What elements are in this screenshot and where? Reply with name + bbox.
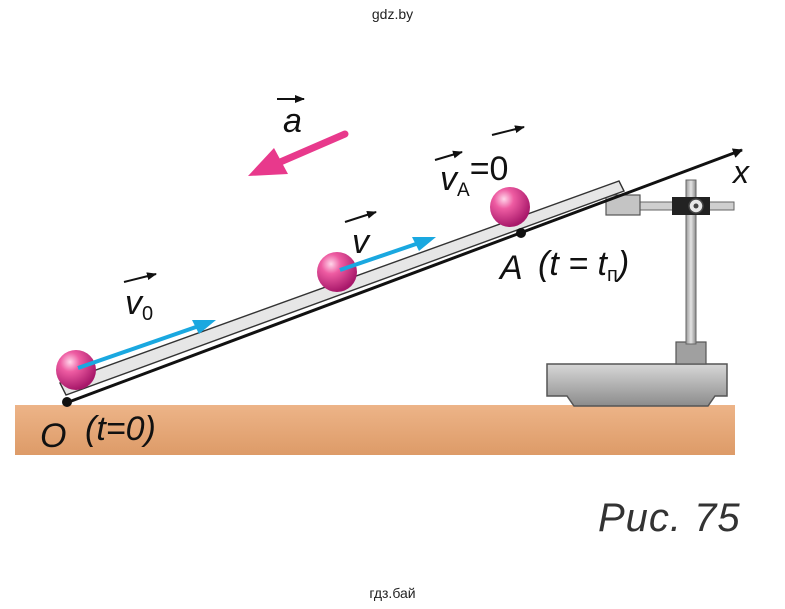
stand-foot-block [675,341,707,365]
ground [15,405,735,455]
label-acceleration: a [283,102,302,140]
label-axis-x: x [731,154,750,190]
figure-caption: Рис. 75 [598,496,741,540]
axis-x-line [65,148,743,405]
vA-vector-bar [434,150,463,161]
label-vA-main: v [440,160,459,198]
label-vA-eq: =0 [470,150,509,188]
velocity-v-arrow [339,237,436,272]
label-v0-sub: 0 [142,303,153,325]
velocity-v0-arrow [77,320,216,370]
watermark-bottom: гдз.бай [369,585,416,601]
stand-base [546,363,728,407]
label-v0-main: v [125,284,144,322]
label-vA-sub: A [457,180,470,201]
label-v0: v0 [125,284,153,325]
label-point-O-time: (t=0) [85,410,156,448]
label-point-A-time-sub: п [607,264,618,286]
point-O-marker [62,397,72,407]
v0-vector-bar [123,272,157,283]
watermark-top: gdz.by [371,6,414,22]
stand-pole [685,179,697,345]
point-A-marker [516,228,526,238]
label-point-A-time-suffix: ) [614,245,629,283]
ball-at-A [490,187,530,227]
zero-vector-bar [491,125,525,136]
clamp-knob-center [693,203,699,209]
label-point-A: A [498,249,523,287]
label-point-A-time-prefix: (t = t [538,245,609,283]
label-point-A-time: (t = tп) [538,245,629,286]
ball-middle [317,252,357,292]
label-vA: vA=0 [440,150,508,201]
acceleration-arrow [248,130,349,176]
label-v: v [352,223,371,261]
v-vector-bar [344,210,377,223]
label-point-O: O [40,417,66,455]
ball-at-O [56,350,96,390]
